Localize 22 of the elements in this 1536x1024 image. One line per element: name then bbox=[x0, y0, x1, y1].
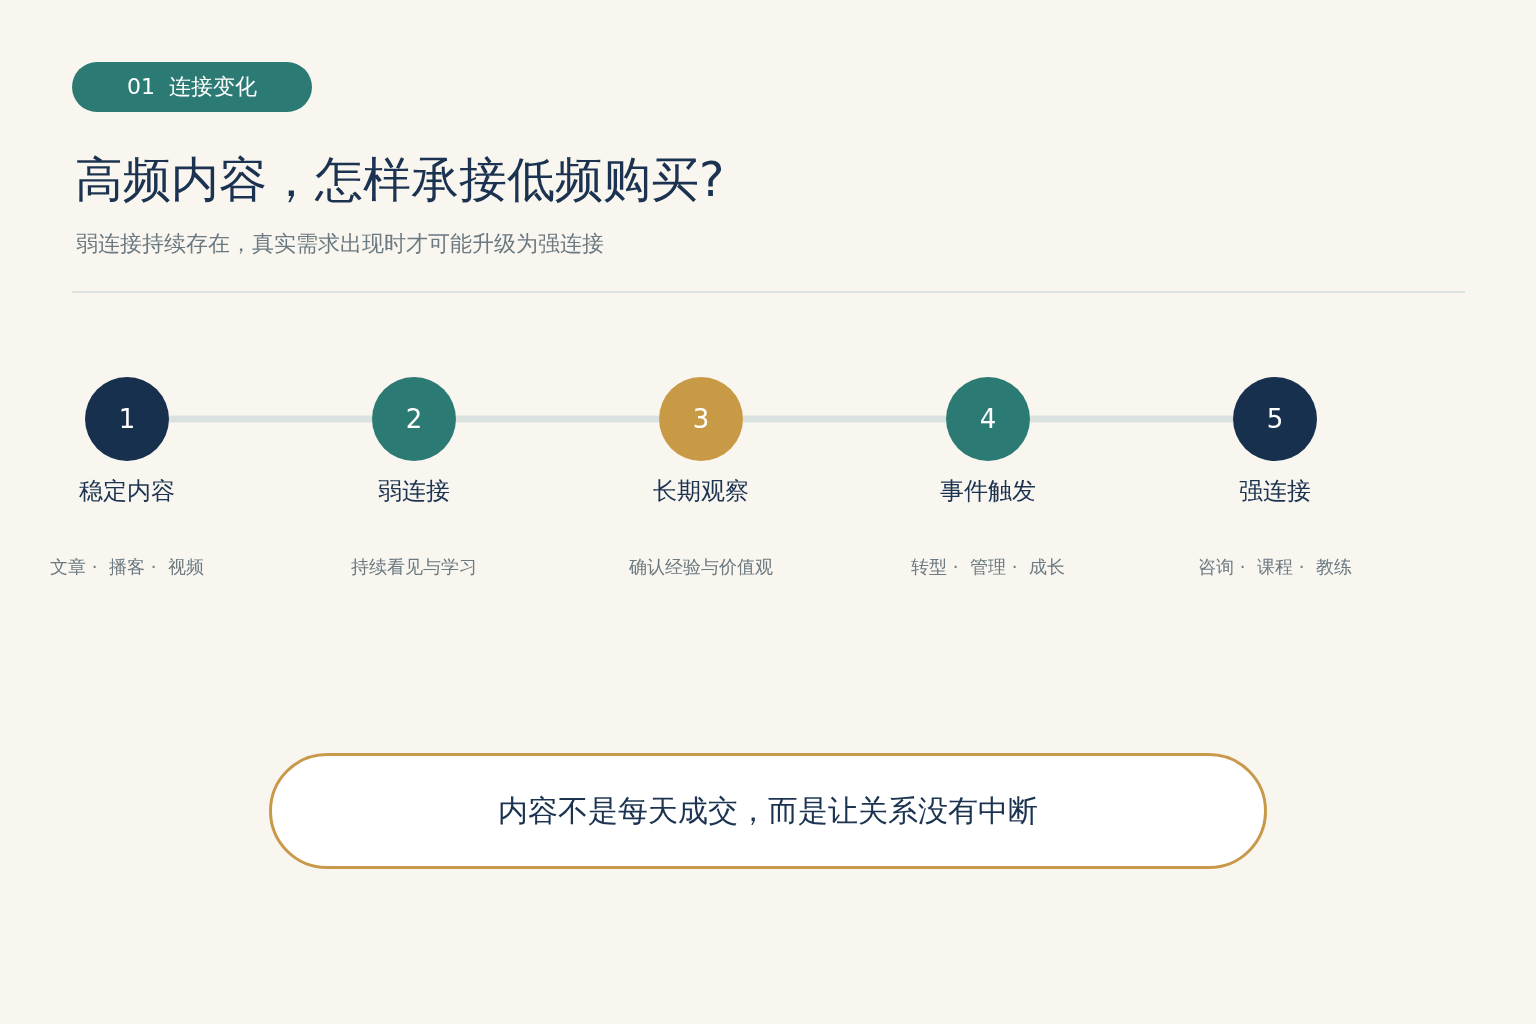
step-title: 长期观察 bbox=[652, 476, 750, 507]
step-number: 5 bbox=[1265, 403, 1285, 436]
step-items: 转型 · 管理 · 成长 bbox=[910, 555, 1066, 579]
page-title: 高频内容，怎样承接低频购买? bbox=[75, 150, 725, 209]
step-number: 4 bbox=[978, 403, 998, 436]
step-title: 事件触发 bbox=[939, 476, 1037, 507]
subtitle: 弱连接持续存在，真实需求出现时才可能升级为强连接 bbox=[76, 230, 604, 258]
connector-line bbox=[456, 415, 659, 423]
step-number: 2 bbox=[404, 403, 424, 436]
step-number: 1 bbox=[117, 403, 137, 436]
summary-box: 内容不是每天成交，而是让关系没有中断 bbox=[269, 753, 1267, 869]
step-items: 持续看见与学习 bbox=[350, 555, 478, 579]
connector-line bbox=[743, 415, 946, 423]
step-title: 稳定内容 bbox=[78, 476, 176, 507]
connector-line bbox=[169, 415, 372, 423]
step-title: 强连接 bbox=[1238, 476, 1312, 507]
step-items: 文章 · 播客 · 视频 bbox=[49, 555, 205, 579]
step-items: 确认经验与价值观 bbox=[628, 555, 774, 579]
step-title: 弱连接 bbox=[377, 476, 451, 507]
section-badge: 01 连接变化 bbox=[72, 62, 312, 112]
step-number: 3 bbox=[691, 403, 711, 436]
step-items: 咨询 · 课程 · 教练 bbox=[1197, 555, 1353, 579]
